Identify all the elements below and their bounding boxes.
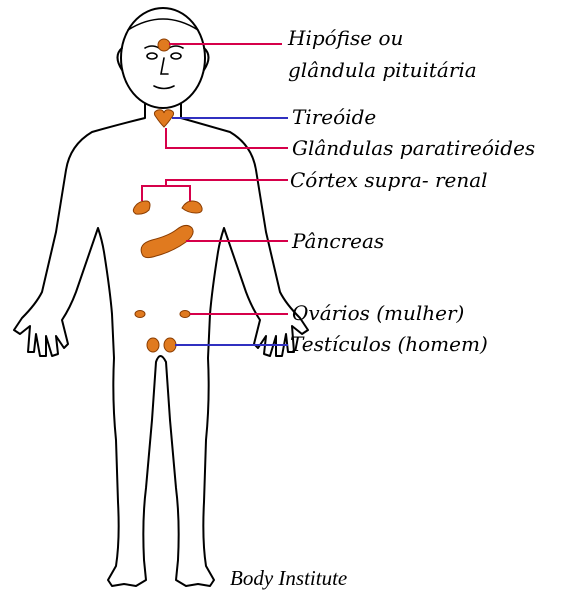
ovary-left [135,311,145,318]
label-pancreas: Pâncreas [292,231,384,251]
right-eyebrow [169,46,183,48]
right-eye [171,53,181,59]
mouth [154,86,174,89]
ovary-right [180,311,190,318]
label-ovaries: Ovários (mulher) [292,303,464,323]
head-outline [121,8,205,108]
adrenal-gland-right [182,201,202,213]
adrenal-gland-left [133,201,150,214]
hair-line [128,19,198,30]
credit-text: Body Institute [230,566,347,591]
nose [161,58,168,74]
glands [133,39,202,352]
pituitary-gland [158,39,170,51]
left-eyebrow [145,46,159,48]
thyroid-gland [154,110,173,127]
label-thyroid: Tireóide [292,107,376,127]
testis-right [164,338,176,352]
left-eye [147,53,157,59]
label-parathyroid: Glândulas paratireóides [292,138,535,158]
adrenal-leader [142,186,190,201]
label-pituitary-line1: Hipófise ou [288,28,403,48]
pancreas [141,225,193,257]
testis-left [147,338,159,352]
label-testes: Testículos (homem) [290,334,488,354]
label-adrenal: Córtex supra- renal [290,170,488,190]
label-pituitary-line2: glândula pituitária [288,60,477,80]
